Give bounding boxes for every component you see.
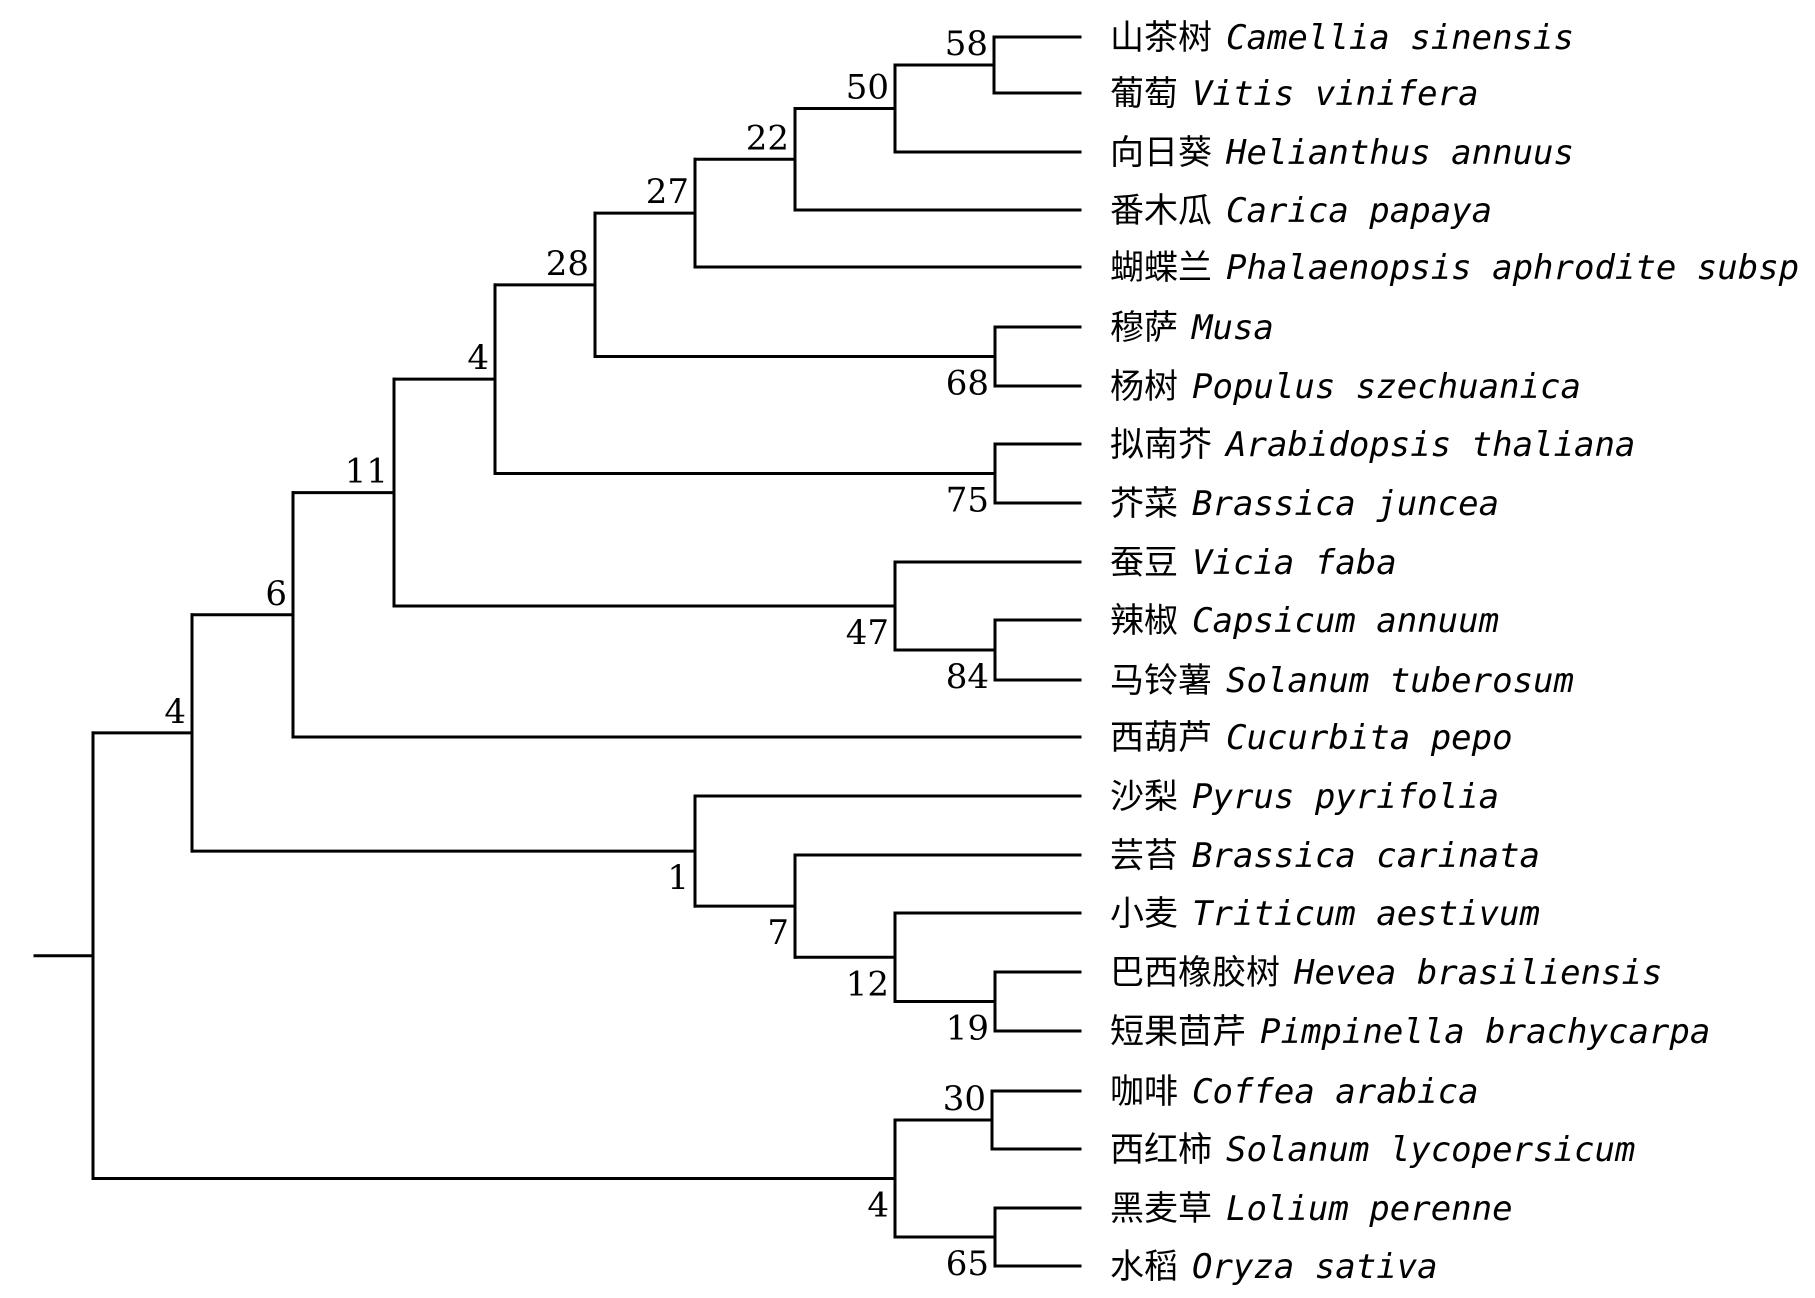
taxon-chinese-name: 西红柿 (1110, 1130, 1212, 1170)
taxon-scientific-name: Lolium perenne (1226, 1189, 1513, 1229)
bootstrap-value: 6 (265, 574, 287, 614)
taxon-chinese-name: 拟南芥 (1110, 425, 1212, 465)
bootstrap-value: 30 (943, 1079, 986, 1119)
taxon-label: 番木瓜 Carica papaya (1110, 191, 1492, 231)
taxon-chinese-name: 沙梨 (1110, 777, 1178, 817)
taxon-chinese-name: 穆萨 (1110, 308, 1178, 348)
taxon-scientific-name: Cucurbita pepo (1226, 718, 1513, 758)
taxon-chinese-name: 巴西橡胶树 (1110, 953, 1280, 993)
taxon-chinese-name: 马铃薯 (1110, 661, 1212, 701)
taxon-scientific-name: Hevea brasiliensis (1293, 953, 1662, 993)
taxon-label: 向日葵 Helianthus annuus (1110, 133, 1574, 173)
taxon-scientific-name: Arabidopsis thaliana (1224, 425, 1635, 465)
taxon-scientific-name: Brassica juncea (1192, 484, 1499, 524)
taxon-scientific-name: Camellia sinensis (1226, 18, 1574, 58)
taxon-label: 山茶树 Camellia sinensis (1110, 18, 1574, 58)
taxon-chinese-name: 芸苔 (1110, 836, 1178, 876)
taxon-label: 小麦 Triticum aestivum (1110, 894, 1540, 934)
taxon-scientific-name: Solanum lycopersicum (1226, 1130, 1635, 1170)
bootstrap-value: 4 (467, 338, 489, 378)
taxon-scientific-name: Pimpinella brachycarpa (1260, 1012, 1710, 1052)
taxon-scientific-name: Vicia faba (1192, 543, 1397, 583)
taxon-label: 葡萄 Vitis vinifera (1110, 74, 1479, 114)
taxon-label: 芥菜 Brassica juncea (1110, 484, 1499, 524)
taxon-chinese-name: 山茶树 (1110, 18, 1212, 58)
taxon-scientific-name: Solanum tuberosum (1226, 661, 1574, 701)
taxon-label: 杨树 Populus szechuanica (1110, 367, 1581, 407)
taxon-chinese-name: 咖啡 (1110, 1072, 1178, 1112)
bootstrap-value: 11 (345, 452, 388, 492)
taxon-label: 水稻 Oryza sativa (1110, 1247, 1438, 1287)
bootstrap-value: 4 (867, 1186, 889, 1226)
taxon-chinese-name: 小麦 (1110, 894, 1178, 934)
taxon-label: 马铃薯 Solanum tuberosum (1110, 661, 1574, 701)
bootstrap-value: 28 (546, 244, 589, 284)
taxon-chinese-name: 杨树 (1110, 367, 1178, 407)
bootstrap-value: 65 (946, 1244, 989, 1284)
bootstrap-value: 19 (946, 1009, 989, 1049)
taxon-scientific-name: Carica papaya (1226, 191, 1492, 231)
taxon-label: 蚕豆 Vicia faba (1110, 543, 1397, 583)
taxon-scientific-name: Triticum aestivum (1192, 894, 1540, 934)
taxon-scientific-name: Oryza sativa (1192, 1247, 1438, 1287)
taxon-chinese-name: 短果茴芹 (1110, 1012, 1246, 1052)
bootstrap-value: 50 (846, 68, 889, 108)
taxon-scientific-name: Pyrus pyrifolia (1192, 777, 1499, 817)
bootstrap-value: 12 (846, 964, 889, 1004)
taxon-scientific-name: Phalaenopsis aphrodite subsp (1226, 248, 1799, 288)
bootstrap-value: 84 (946, 657, 989, 697)
taxon-label: 沙梨 Pyrus pyrifolia (1110, 777, 1499, 817)
taxon-scientific-name: Helianthus annuus (1225, 133, 1574, 173)
bootstrap-value: 27 (646, 172, 689, 212)
taxon-chinese-name: 番木瓜 (1110, 191, 1212, 231)
taxon-label: 辣椒 Capsicum annuum (1110, 601, 1499, 641)
taxon-scientific-name: Coffea arabica (1192, 1072, 1479, 1112)
taxon-scientific-name: Musa (1191, 308, 1274, 348)
taxon-label: 西葫芦 Cucurbita pepo (1110, 718, 1513, 758)
bootstrap-value: 68 (946, 364, 989, 404)
taxon-scientific-name: Vitis vinifera (1192, 74, 1479, 114)
taxon-label: 短果茴芹 Pimpinella brachycarpa (1110, 1012, 1710, 1052)
taxon-label: 咖啡 Coffea arabica (1110, 1072, 1479, 1112)
taxon-label: 芸苔 Brassica carinata (1110, 836, 1540, 876)
bootstrap-value: 47 (846, 613, 889, 653)
taxon-chinese-name: 向日葵 (1110, 133, 1212, 173)
taxon-chinese-name: 辣椒 (1110, 601, 1178, 641)
taxon-scientific-name: Capsicum annuum (1192, 601, 1499, 641)
taxon-chinese-name: 水稻 (1110, 1247, 1178, 1287)
taxon-label: 巴西橡胶树 Hevea brasiliensis (1110, 953, 1662, 993)
bootstrap-value: 75 (946, 481, 989, 521)
taxon-chinese-name: 蝴蝶兰 (1110, 248, 1212, 288)
taxon-label: 黑麦草 Lolium perenne (1110, 1189, 1513, 1229)
taxon-label: 蝴蝶兰 Phalaenopsis aphrodite subsp (1110, 248, 1799, 288)
bootstrap-value: 4 (164, 692, 186, 732)
taxon-chinese-name: 黑麦草 (1110, 1189, 1212, 1229)
bootstrap-value: 58 (945, 24, 988, 64)
taxon-label: 穆萨 Musa (1110, 308, 1274, 348)
taxon-chinese-name: 蚕豆 (1110, 543, 1178, 583)
taxon-chinese-name: 芥菜 (1110, 484, 1178, 524)
taxon-label: 拟南芥 Arabidopsis thaliana (1110, 425, 1635, 465)
taxon-scientific-name: Brassica carinata (1192, 836, 1540, 876)
taxon-chinese-name: 西葫芦 (1110, 718, 1212, 758)
bootstrap-value: 1 (667, 858, 689, 898)
bootstrap-value: 7 (767, 913, 789, 953)
taxon-chinese-name: 葡萄 (1110, 74, 1178, 114)
taxon-scientific-name: Populus szechuanica (1192, 367, 1581, 407)
taxon-label: 西红柿 Solanum lycopersicum (1110, 1130, 1635, 1170)
bootstrap-value: 22 (746, 118, 789, 158)
